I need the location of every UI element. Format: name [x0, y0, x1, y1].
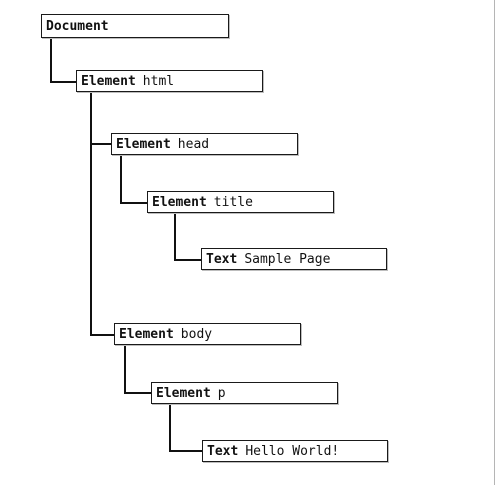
connector-body-p-horizontal: [124, 392, 152, 394]
node-kind-label: Element: [81, 73, 136, 89]
node-value-label: body: [180, 326, 213, 342]
connector-html-head-horizontal: [90, 143, 112, 145]
node-element-head: Element head: [111, 133, 298, 155]
connector-p-text-vertical: [169, 404, 171, 452]
node-element-body: Element body: [114, 323, 301, 345]
connector-body-p-vertical: [124, 345, 126, 394]
connector-title-text-vertical: [174, 214, 176, 261]
node-value-label: head: [177, 136, 210, 152]
node-text-hello-world: Text Hello World!: [202, 440, 388, 462]
connector-document-html-vertical: [50, 37, 52, 83]
node-value-label: html: [142, 73, 175, 89]
node-kind-label: Element: [119, 326, 174, 342]
connector-title-text-horizontal: [174, 259, 202, 261]
page-edge-rule: [494, 0, 495, 485]
connector-head-title-vertical: [120, 155, 122, 204]
connector-html-body-horizontal: [90, 334, 115, 336]
node-kind-label: Element: [152, 194, 207, 210]
connector-p-text-horizontal: [169, 450, 203, 452]
node-kind-label: Text: [207, 443, 239, 459]
connector-head-title-horizontal: [120, 202, 148, 204]
node-text-sample-page: Text Sample Page: [201, 248, 387, 270]
node-document: Document: [41, 14, 229, 38]
node-kind-label: Element: [156, 385, 211, 401]
node-element-title: Element title: [147, 191, 334, 213]
connector-document-html-horizontal: [50, 81, 77, 83]
node-kind-label: Text: [206, 251, 238, 267]
node-value-label: title: [213, 194, 253, 210]
node-kind-label: Element: [116, 136, 171, 152]
node-kind-label: Document: [46, 18, 109, 34]
node-value-label: Sample Page: [244, 251, 331, 267]
node-element-html: Element html: [76, 70, 263, 92]
node-element-p: Element p: [151, 382, 338, 404]
node-value-label: Hello World!: [245, 443, 340, 459]
node-value-label: p: [217, 385, 226, 401]
connector-html-children-vertical: [90, 93, 92, 336]
